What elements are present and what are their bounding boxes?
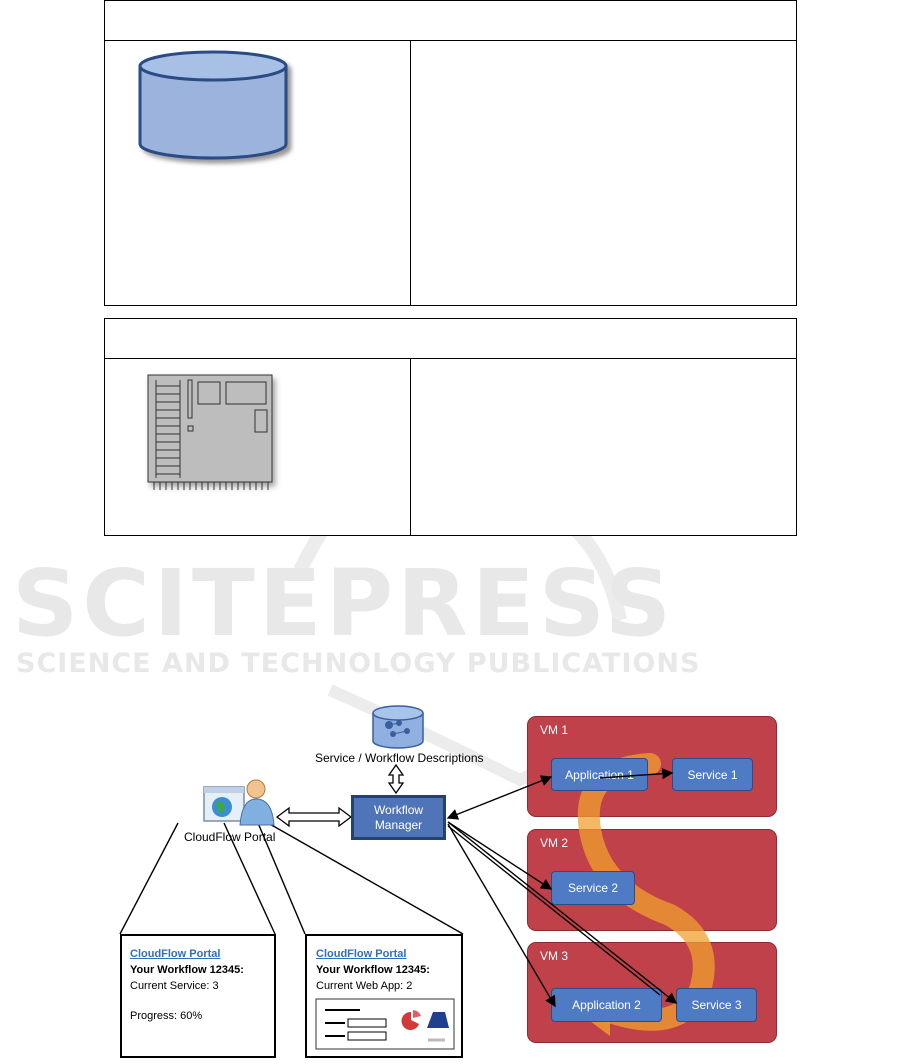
vm-3-label: VM 3 <box>540 949 569 963</box>
database-icon <box>138 50 288 160</box>
web-app-mockup <box>315 998 455 1050</box>
watermark-title: SCITEPRESS <box>12 550 676 657</box>
portal-user-icon <box>203 779 275 826</box>
service-1-box: Service 1 <box>672 758 753 791</box>
workflow-manager-box: Workflow Manager <box>351 795 446 840</box>
portal-view-1-progress: Progress: 60% <box>130 1010 203 1022</box>
portal-view-1-title: Your Workflow 12345: <box>130 964 244 976</box>
workflow-database-icon <box>372 705 424 749</box>
service-3-box: Service 3 <box>676 988 757 1022</box>
table-header-divider <box>104 40 797 41</box>
table-header-divider <box>104 358 797 359</box>
portal-view-2: CloudFlow Portal Your Workflow 12345: Cu… <box>305 934 463 1058</box>
application-2-box: Application 2 <box>551 988 662 1022</box>
workflow-manager-label-2: Manager <box>374 817 423 832</box>
portal-view-1: CloudFlow Portal Your Workflow 12345: Cu… <box>120 934 276 1058</box>
portal-view-2-link[interactable]: CloudFlow Portal <box>316 948 407 960</box>
hardware-table <box>104 318 797 536</box>
service-2-box: Service 2 <box>551 871 635 905</box>
portal-label: CloudFlow Portal <box>184 830 276 844</box>
workflow-manager-label-1: Workflow <box>373 802 424 817</box>
vm-2-label: VM 2 <box>540 836 569 850</box>
vm-1-label: VM 1 <box>540 723 569 737</box>
table-column-divider <box>410 358 411 536</box>
application-1-box: Application 1 <box>551 758 648 791</box>
portal-view-1-current-service: Current Service: 3 <box>130 980 219 992</box>
portal-view-2-title: Your Workflow 12345: <box>316 964 430 976</box>
motherboard-icon <box>147 374 273 490</box>
table-column-divider <box>410 40 411 306</box>
portal-view-1-link[interactable]: CloudFlow Portal <box>130 948 221 960</box>
watermark-subtitle: SCIENCE AND TECHNOLOGY PUBLICATIONS <box>16 648 701 679</box>
database-label: Service / Workflow Descriptions <box>315 751 484 765</box>
portal-view-2-current-app: Current Web App: 2 <box>316 980 413 992</box>
